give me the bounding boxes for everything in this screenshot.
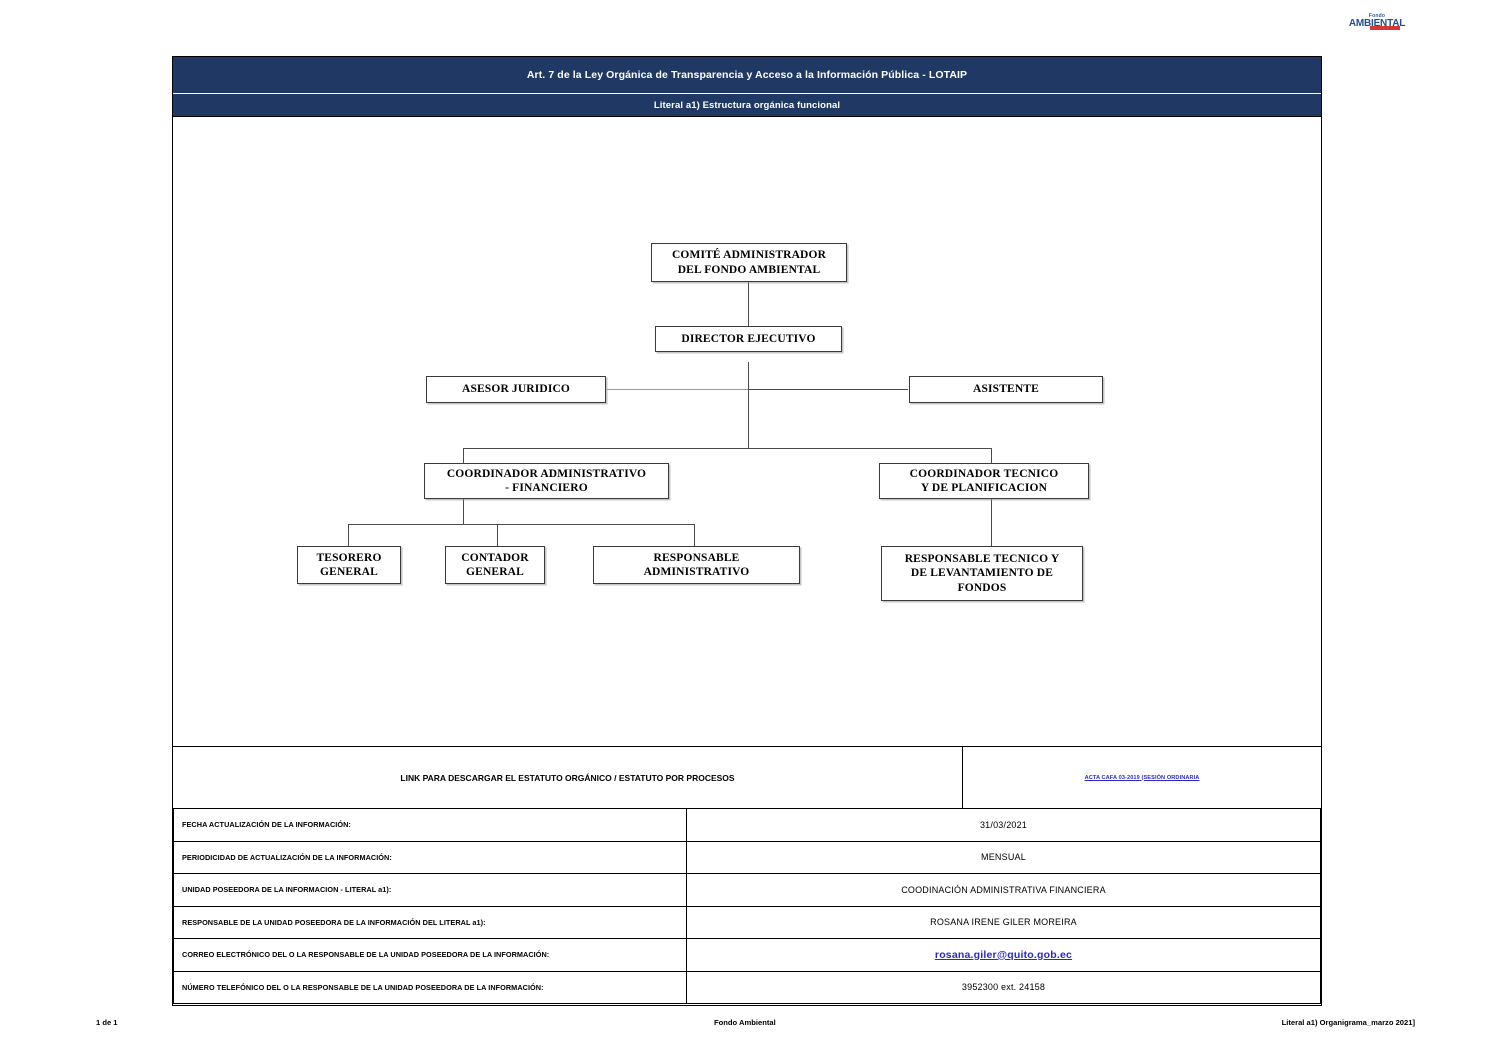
info-value-email: rosana.giler@quito.gob.ec bbox=[686, 938, 1321, 972]
connector-coordinators-bus bbox=[463, 448, 992, 450]
info-key: PERIODICIDAD DE ACTUALIZACIÓN DE LA INFO… bbox=[173, 840, 687, 874]
email-link[interactable]: rosana.giler@quito.gob.ec bbox=[934, 948, 1073, 961]
table-row: CORREO ELECTRÓNICO DEL O LA RESPONSABLE … bbox=[173, 938, 1321, 972]
info-key: RESPONSABLE DE LA UNIDAD POSEEDORA DE LA… bbox=[173, 905, 687, 939]
node-comite-administrador[interactable]: COMITÉ ADMINISTRADOR DEL FONDO AMBIENTAL bbox=[651, 243, 847, 282]
table-row: NÚMERO TELEFÓNICO DEL O LA RESPONSABLE D… bbox=[173, 970, 1321, 1004]
footer-entity-name: Fondo Ambiental bbox=[714, 1018, 776, 1027]
statute-link-row: LINK PARA DESCARGAR EL ESTATUTO ORGÁNICO… bbox=[173, 746, 1321, 808]
footer-document-name: Literal a1) Organigrama_marzo 2021] bbox=[1281, 1018, 1415, 1027]
connector-adm-children-bus bbox=[348, 524, 694, 526]
connector-asistente-trunk bbox=[748, 389, 908, 391]
table-row: RESPONSABLE DE LA UNIDAD POSEEDORA DE LA… bbox=[173, 905, 1321, 939]
info-key: NÚMERO TELEFÓNICO DEL O LA RESPONSABLE D… bbox=[173, 970, 687, 1004]
node-label: COMITÉ ADMINISTRADOR DEL FONDO AMBIENTAL bbox=[671, 249, 827, 276]
node-asistente[interactable]: ASISTENTE bbox=[909, 376, 1103, 403]
node-director-ejecutivo[interactable]: DIRECTOR EJECUTIVO bbox=[655, 326, 842, 352]
connector-comite-director bbox=[748, 282, 750, 326]
lotaip-sheet: Art. 7 de la Ley Orgánica de Transparenc… bbox=[172, 56, 1322, 1006]
node-label: DIRECTOR EJECUTIVO bbox=[681, 332, 816, 345]
info-value: 31/03/2021 bbox=[686, 808, 1321, 842]
node-label: TESORERO GENERAL bbox=[316, 551, 382, 578]
footer-page-number: 1 de 1 bbox=[96, 1018, 118, 1027]
connector-bus-to-tesorero bbox=[348, 524, 350, 547]
info-key: FECHA ACTUALIZACIÓN DE LA INFORMACIÓN: bbox=[173, 808, 687, 842]
organigrama-chart: COMITÉ ADMINISTRADOR DEL FONDO AMBIENTAL… bbox=[173, 117, 1321, 746]
node-coordinador-tecnico-planificacion[interactable]: COORDINADOR TECNICO Y DE PLANIFICACION bbox=[879, 463, 1089, 499]
node-label: RESPONSABLE TECNICO Y DE LEVANTAMIENTO D… bbox=[904, 553, 1060, 594]
node-contador-general[interactable]: CONTADOR GENERAL bbox=[445, 546, 545, 584]
node-coordinador-administrativo-financiero[interactable]: COORDINADOR ADMINISTRATIVO - FINANCIERO bbox=[424, 463, 669, 499]
node-responsable-administrativo[interactable]: RESPONSABLE ADMINISTRATIVO bbox=[593, 546, 800, 584]
node-responsable-tecnico-levantamiento-fondos[interactable]: RESPONSABLE TECNICO Y DE LEVANTAMIENTO D… bbox=[881, 546, 1083, 601]
node-label: ASESOR JURIDICO bbox=[461, 383, 570, 396]
connector-coord-adm-down bbox=[463, 498, 465, 524]
table-row: PERIODICIDAD DE ACTUALIZACIÓN DE LA INFO… bbox=[173, 840, 1321, 874]
connector-bus-to-coord-adm bbox=[463, 448, 465, 463]
connector-asesor-trunk bbox=[607, 389, 748, 391]
connector-director-down bbox=[748, 362, 750, 449]
info-value: COODINACIÓN ADMINISTRATIVA FINANCIERA bbox=[686, 873, 1321, 907]
statute-link-label: LINK PARA DESCARGAR EL ESTATUTO ORGÁNICO… bbox=[173, 747, 963, 808]
node-label: ASISTENTE bbox=[973, 383, 1039, 396]
info-value: ROSANA IRENE GILER MOREIRA bbox=[686, 905, 1321, 939]
info-value: MENSUAL bbox=[686, 840, 1321, 874]
node-label: COORDINADOR ADMINISTRATIVO - FINANCIERO bbox=[446, 467, 647, 494]
logo-red-bar bbox=[1370, 26, 1400, 30]
node-tesorero-general[interactable]: TESORERO GENERAL bbox=[297, 546, 401, 584]
connector-bus-to-coord-tec bbox=[991, 448, 993, 463]
connector-bus-to-resp-adm bbox=[694, 524, 696, 547]
node-label: COORDINADOR TECNICO Y DE PLANIFICACION bbox=[909, 467, 1059, 494]
logo-main-text: AMBIENTAL bbox=[1348, 18, 1406, 29]
connector-coord-tec-down bbox=[991, 498, 993, 547]
literal-subtitle: Literal a1) Estructura orgánica funciona… bbox=[173, 94, 1321, 117]
acta-cafa-link[interactable]: ACTA CAFA 03-2019 (SESIÓN ORDINARIA bbox=[1084, 774, 1200, 781]
node-label: RESPONSABLE ADMINISTRATIVO bbox=[643, 551, 750, 578]
table-row: FECHA ACTUALIZACIÓN DE LA INFORMACIÓN: 3… bbox=[173, 808, 1321, 842]
connector-bus-to-contador bbox=[497, 524, 499, 547]
table-row: UNIDAD POSEEDORA DE LA INFORMACION - LIT… bbox=[173, 873, 1321, 907]
page-title: Art. 7 de la Ley Orgánica de Transparenc… bbox=[173, 57, 1321, 94]
logo-top-text: Fondo bbox=[1368, 13, 1386, 19]
fondo-ambiental-logo: Fondo AMBIENTAL bbox=[1340, 14, 1414, 38]
info-key: CORREO ELECTRÓNICO DEL O LA RESPONSABLE … bbox=[173, 938, 687, 972]
node-label: CONTADOR GENERAL bbox=[461, 551, 529, 578]
info-table: FECHA ACTUALIZACIÓN DE LA INFORMACIÓN: 3… bbox=[173, 808, 1321, 1004]
info-value: 3952300 ext. 24158 bbox=[686, 970, 1321, 1004]
statute-link-cell: ACTA CAFA 03-2019 (SESIÓN ORDINARIA bbox=[963, 747, 1321, 808]
page-footer: 1 de 1 Fondo Ambiental Literal a1) Organ… bbox=[0, 1018, 1497, 1034]
node-asesor-juridico[interactable]: ASESOR JURIDICO bbox=[426, 376, 606, 403]
info-key: UNIDAD POSEEDORA DE LA INFORMACION - LIT… bbox=[173, 873, 687, 907]
